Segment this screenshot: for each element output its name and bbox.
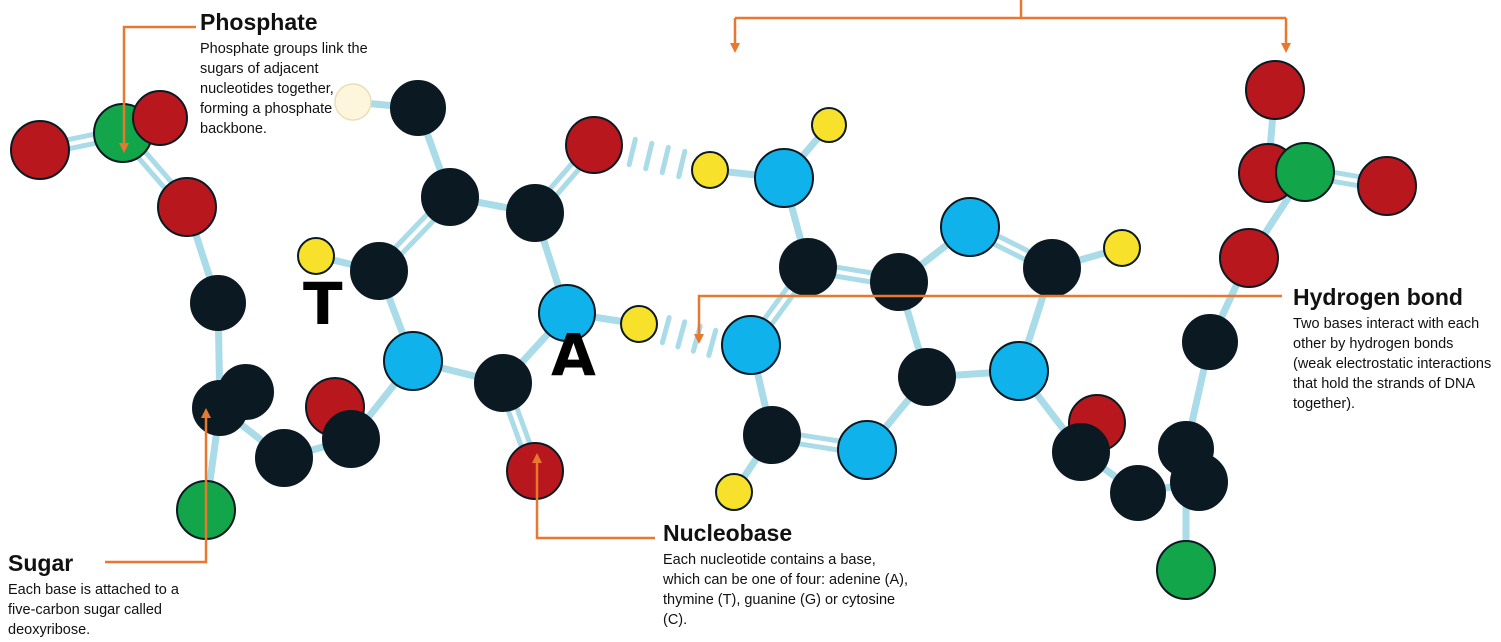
oxygen-atom-o1	[10, 120, 70, 180]
nucleobase-callout: Nucleobase Each nucleotide contains a ba…	[663, 520, 913, 630]
hydrogen-bond-lower-dash-1	[659, 315, 672, 346]
carbon-atom-c18	[1110, 465, 1166, 521]
hydrogen-bond-lower-dash-4	[706, 327, 719, 358]
hydrogen-atom-hb2	[620, 305, 658, 343]
sugar-description: Each base is attached to a five-carbon s…	[8, 582, 179, 638]
sugar-title: Sugar	[8, 550, 74, 576]
hydrogen-atom-h1	[297, 237, 335, 275]
oxygen-atom-o5	[506, 442, 564, 500]
nitrogen-atom-n7	[940, 197, 1000, 257]
hydrogen-bond-lower-dash-2	[675, 319, 688, 350]
carbon-atom-c10	[192, 380, 248, 436]
sugar-leader-line	[105, 408, 211, 564]
hydrogen-atom-hb1	[691, 151, 729, 189]
phosphate-callout: Phosphate Phosphate groups link the suga…	[200, 9, 378, 139]
phosphate-title: Phosphate	[200, 9, 318, 35]
phosphorus-atom-p4	[1275, 142, 1335, 202]
carbon-atom-c2	[421, 168, 479, 226]
nucleobase-description: Each nucleotide contains a base, which c…	[663, 552, 909, 628]
callout-leader-lines	[105, 0, 1291, 564]
carbon-atom-c21	[1182, 314, 1238, 370]
oxygen-atom-o10	[1357, 156, 1417, 216]
nitrogen-atom-n6	[754, 148, 814, 208]
nucleobase-leader-line	[532, 453, 655, 540]
hydrogen-atom-h0	[334, 83, 372, 121]
carbon-atom-c4	[474, 354, 532, 412]
oxygen-atom-o4	[565, 116, 623, 174]
carbon-atom-c17	[1052, 423, 1110, 481]
hydrogen-bond-upper-dash-1	[626, 136, 638, 168]
hydrogen-bond-upper-dash-2	[643, 140, 655, 172]
carbon-atom-c11	[322, 410, 380, 468]
phosphate-description: Phosphate groups link the sugars of adja…	[200, 41, 368, 137]
carbon-atom-c6	[350, 242, 408, 300]
adenine-letter: A	[551, 321, 596, 389]
hydrogen-bond-upper-dash-4	[676, 148, 688, 180]
carbon-atom-c12	[255, 429, 313, 487]
sugar-callout: Sugar Each base is attached to a five-ca…	[8, 550, 188, 640]
hydrogen-atom-hn	[811, 107, 847, 143]
thymine-letter: T	[303, 270, 343, 338]
oxygen-atom-o3	[157, 177, 217, 237]
atoms	[10, 60, 1417, 600]
nitrogen-atom-n9	[989, 341, 1049, 401]
hydrogen-bond-description: Two bases interact with each other by hy…	[1293, 316, 1492, 412]
phosphorus-atom-p3	[1156, 540, 1216, 600]
nucleobase-title: Nucleobase	[663, 520, 793, 546]
hydrogen-bond-callout: Hydrogen bond Two bases interact with ea…	[1293, 284, 1493, 414]
carbon-atom-c7	[779, 238, 837, 296]
nitrogen-atom-n5	[721, 315, 781, 375]
carbon-atom-c13	[870, 253, 928, 311]
carbon-atom-c3	[506, 184, 564, 242]
hydrogen-bond-upper-dash-3	[659, 144, 671, 176]
hydrogen-bond-title: Hydrogen bond	[1293, 284, 1463, 310]
nitrogen-atom-n3	[538, 284, 596, 342]
oxygen-atom-o8	[1219, 228, 1279, 288]
carbon-atom-c15	[898, 348, 956, 406]
oxygen-atom-o11	[1245, 60, 1305, 120]
hydrogen-atom-h16	[715, 473, 753, 511]
carbon-atom-c8	[190, 275, 246, 331]
carbon-atom-c20	[1170, 453, 1228, 511]
nitrogen-atom-n4	[837, 420, 897, 480]
hydrogen-bond-dashes	[626, 136, 719, 358]
carbon-atom-c1	[390, 80, 446, 136]
carbon-atom-c16	[743, 406, 801, 464]
phosphate-leader-line	[119, 25, 196, 153]
carbon-atom-c14	[1023, 239, 1081, 297]
oxygen-atom-o2	[132, 90, 188, 146]
hydrogen-bond-leader-line	[694, 294, 1282, 344]
nitrogen-atom-n1	[383, 331, 443, 391]
hydrogen-atom-h14	[1103, 229, 1141, 267]
